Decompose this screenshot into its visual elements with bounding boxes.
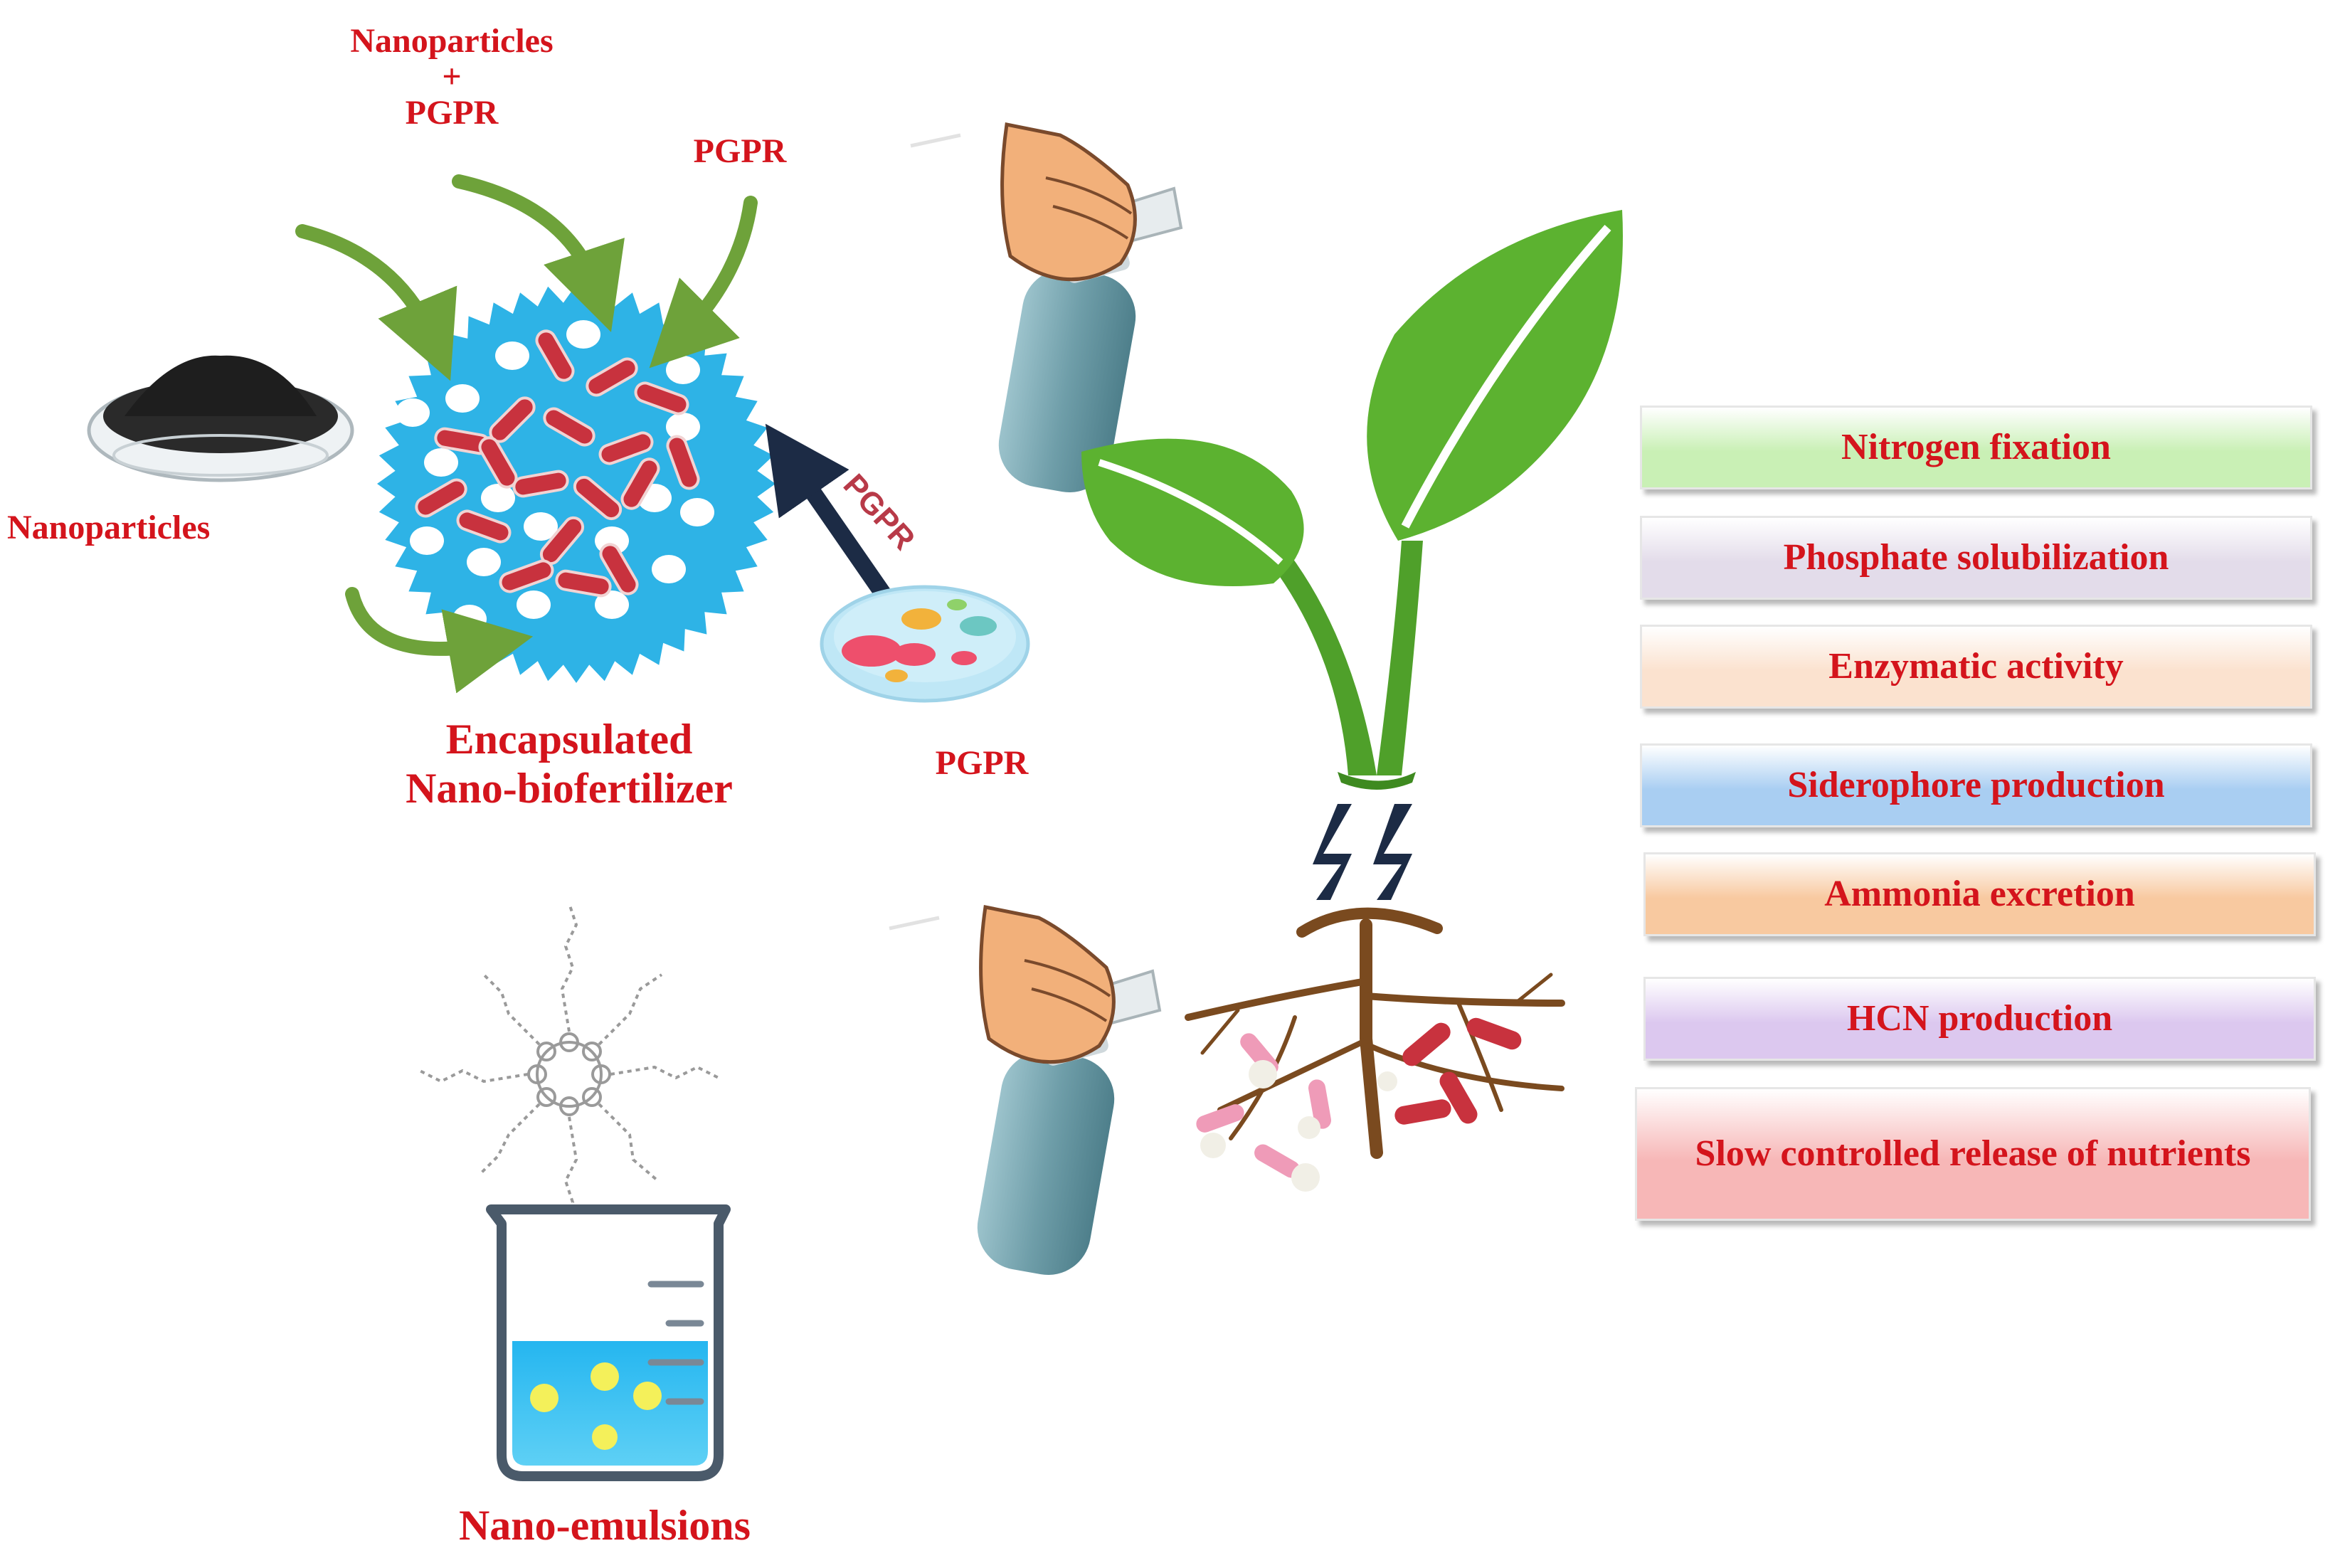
root-bacteria: [1196, 1017, 1522, 1192]
capsule-pore: [467, 548, 501, 576]
label-line: Encapsulated: [445, 716, 693, 763]
capsule-bacterium: [456, 509, 512, 544]
benefit-box: Nitrogen fixation: [1640, 406, 2312, 489]
benefit-box: Slow controlled release of nutrients: [1635, 1087, 2311, 1221]
capsule-bacterium: [499, 559, 554, 593]
pgpr-arrow: [765, 423, 894, 606]
capsule-bacterium: [666, 435, 700, 490]
capsule-pore: [595, 590, 629, 619]
capsule-pore: [680, 498, 714, 526]
label-plus: +: [442, 58, 462, 96]
lightning-icon: [1313, 804, 1412, 900]
label-nano-emulsions: Nano-emulsions: [458, 1502, 751, 1549]
benefit-box: Enzymatic activity: [1640, 625, 2312, 709]
capsule-pore: [517, 590, 551, 619]
benefit-box: Ammonia excretion: [1643, 852, 2316, 936]
capsule-pore: [524, 512, 558, 541]
input-arrows: [295, 174, 758, 694]
capsule-pore: [445, 384, 480, 413]
spray-bottle-icon: [910, 122, 1183, 493]
capsule-bacterium: [573, 475, 623, 521]
capsule-pore: [481, 484, 515, 512]
capsule-pore: [410, 526, 444, 555]
benefit-box: Phosphate solubilization: [1640, 516, 2312, 600]
powder-dish-icon: [87, 355, 354, 482]
micelle-icon: [419, 903, 719, 1224]
capsule-bacterium: [555, 569, 612, 598]
beaker-icon: [486, 1204, 731, 1481]
capsule-pore: [396, 398, 430, 427]
capsule-pore: [566, 320, 600, 349]
capsule-bacterium: [620, 457, 660, 510]
capsule-bacterium: [543, 407, 595, 447]
capsule-bacterium: [512, 470, 569, 498]
plant-icon: [1081, 210, 1623, 790]
benefit-box: Siderophore production: [1640, 743, 2312, 827]
capsule-bacterium: [535, 329, 575, 382]
label-line: Nanoparticles: [350, 22, 554, 60]
capsule-bacterium: [415, 478, 467, 518]
capsule-pore: [452, 605, 487, 633]
capsule-icon: [377, 285, 775, 683]
capsule-bacterium: [634, 381, 689, 415]
capsule-bacterium: [586, 357, 638, 397]
capsule-pore: [666, 413, 700, 441]
benefit-box: HCN production: [1643, 977, 2316, 1061]
petri-dish-icon: [820, 585, 1030, 703]
capsule-pore: [495, 341, 529, 370]
spray-bottle-icon: [889, 905, 1162, 1276]
label-line: Nano-biofertilizer: [406, 765, 733, 812]
label-pgpr-dish: PGPR: [935, 744, 1029, 782]
capsule-bacterium: [599, 543, 639, 595]
label-nanoparticles-pgpr: Nanoparticles + PGPR: [313, 21, 591, 132]
label-line: PGPR: [405, 93, 499, 132]
capsule-bacterium: [478, 436, 518, 489]
capsule-pore: [424, 448, 458, 477]
capsule-pore: [652, 555, 686, 583]
label-pgpr-top: PGPR: [693, 132, 787, 170]
label-nanoparticles: Nanoparticles: [7, 509, 211, 546]
capsule-bacterium: [598, 431, 654, 465]
capsule-pore: [666, 356, 700, 384]
label-encapsulated: Encapsulated Nano-biofertilizer: [342, 715, 797, 813]
